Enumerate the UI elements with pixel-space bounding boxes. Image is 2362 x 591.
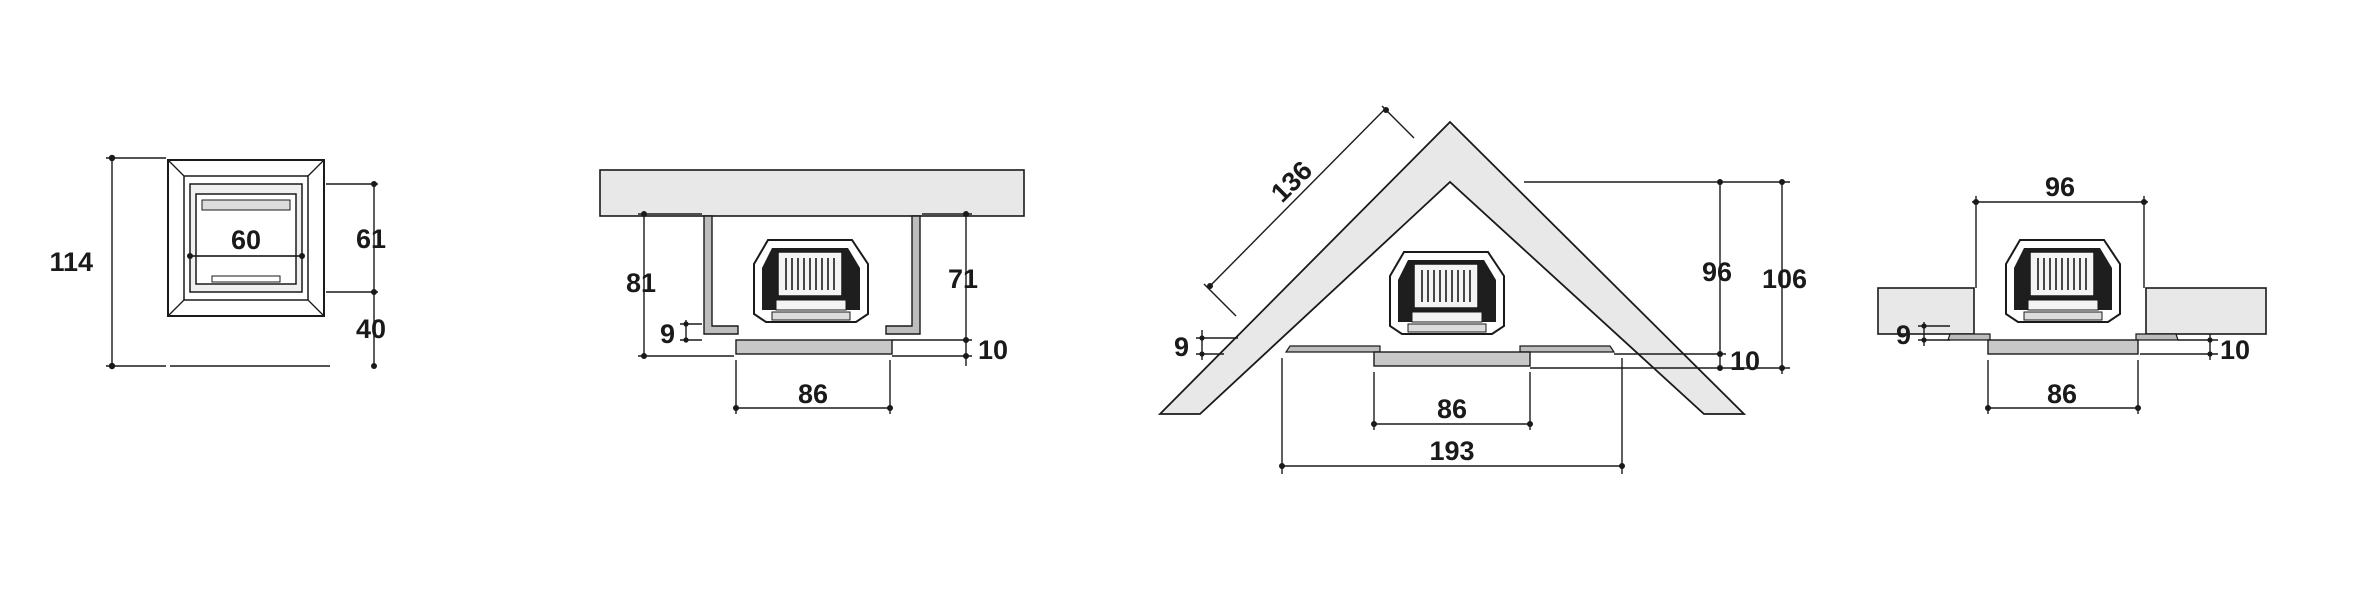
corner-plate-label: 10 [1730,346,1760,376]
wall-plate [735,339,893,355]
wall-offset-small-label: 9 [660,319,675,349]
flat-plate-label: 10 [2220,335,2250,365]
front-height-upper-label: 61 [356,224,386,254]
flat-wall-right [2145,287,2267,335]
wall-unit-depth-label: 71 [948,264,978,294]
wall-plate-label: 10 [978,335,1008,365]
wall-width-label: 86 [798,379,828,409]
corner-plate [1373,351,1531,367]
flat-width-top-label: 96 [2045,172,2075,202]
corner-width-label: 86 [1437,394,1467,424]
wall-niche-depth-label: 81 [626,268,656,298]
wall-view: 81 9 71 10 86 [599,169,1025,414]
corner-view: 136 9 96 106 10 86 193 [1157,105,1807,474]
corner-insert [1389,251,1505,335]
corner-side-label: 136 [1265,155,1318,208]
corner-height-inner-label: 96 [1702,257,1732,287]
front-view: 114 60 61 40 [49,154,386,370]
wall-slab [599,169,1025,217]
flat-plate [1987,339,2139,355]
flat-width-label: 86 [2047,379,2077,409]
corner-width-total-label: 193 [1429,436,1474,466]
front-height-lower-label: 40 [356,314,386,344]
flat-offset-small-label: 9 [1896,320,1911,350]
wall-insert [753,239,869,323]
corner-height-total-label: 106 [1762,264,1807,294]
flat-view: 96 9 10 86 [1877,172,2267,414]
front-width-inner-label: 60 [231,225,261,255]
front-height-total-label: 114 [49,247,93,277]
corner-roof [1157,120,1747,415]
flat-insert [2005,239,2121,323]
corner-offset-small-label: 9 [1174,332,1189,362]
